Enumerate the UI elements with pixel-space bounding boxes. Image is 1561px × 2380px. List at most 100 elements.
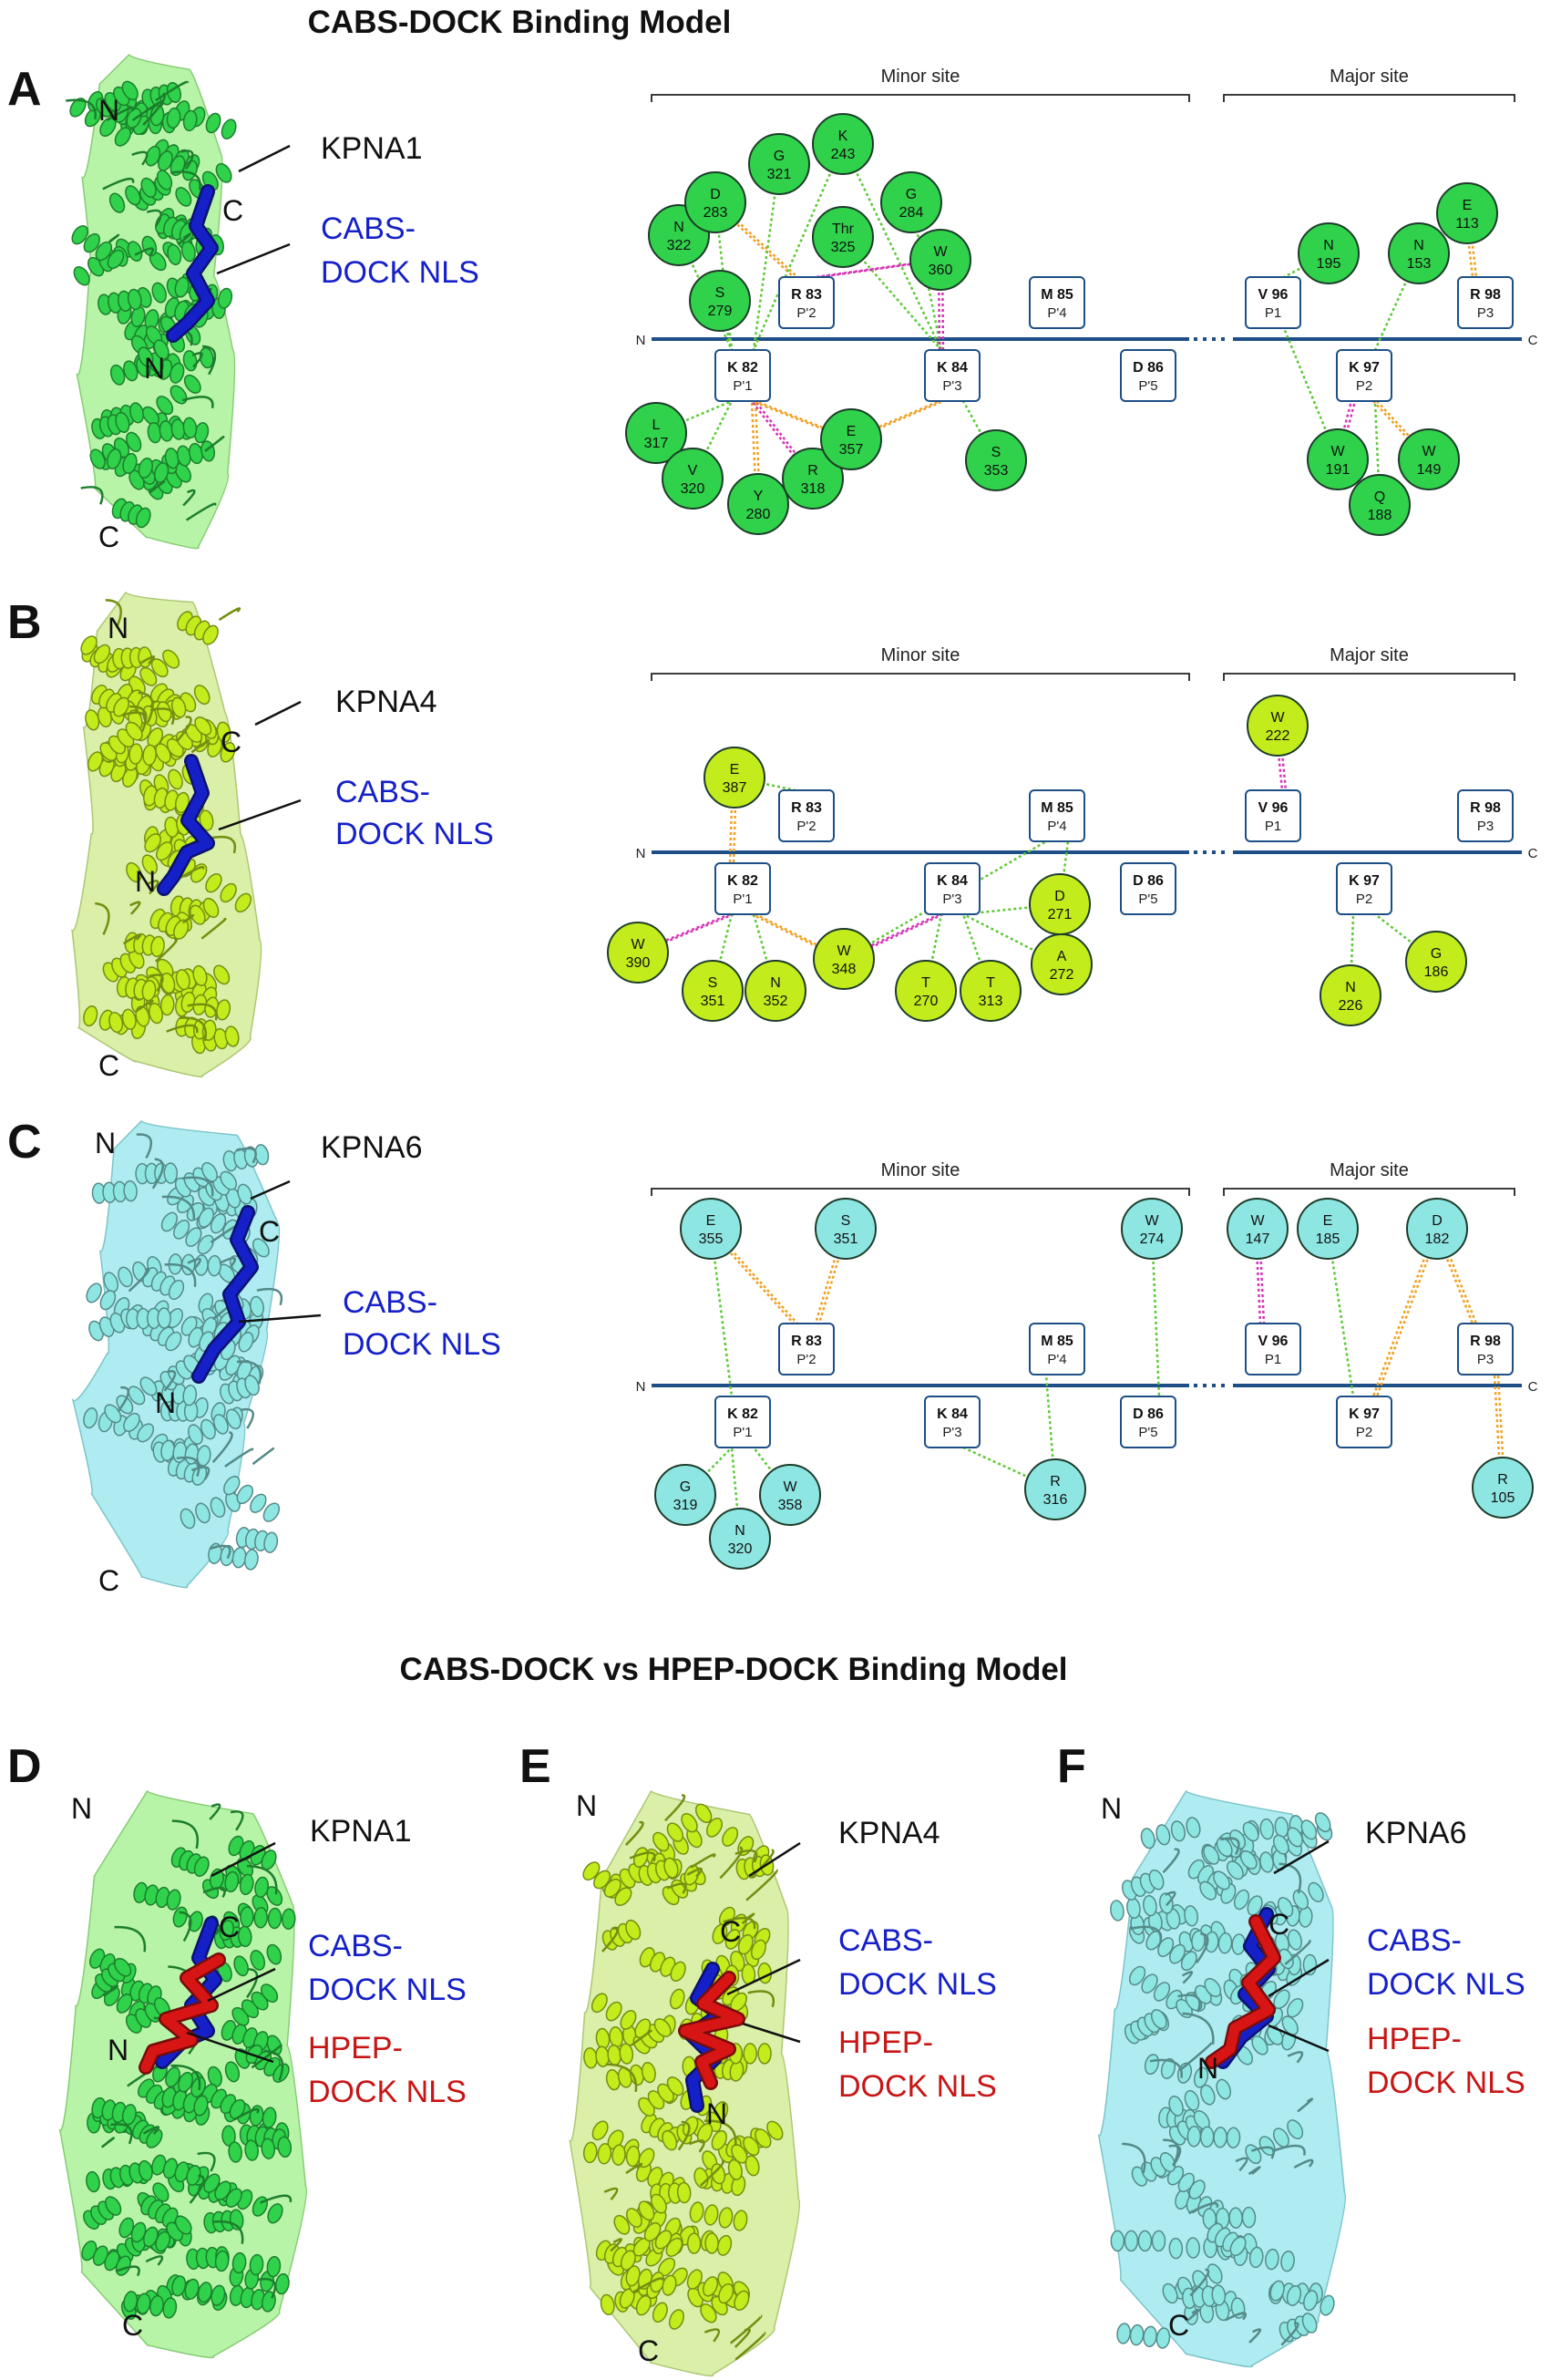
contact-residue-name: T (986, 975, 995, 991)
d-cabs-label-2: DOCK NLS (308, 1973, 467, 2007)
contact-residue-number: 351 (701, 994, 725, 1009)
contact-residue-number: 186 (1424, 964, 1449, 980)
contact-residue-name: W (631, 937, 645, 953)
cabs-dock-nls-peptide (157, 754, 215, 896)
hpep-dock-nls-peptide (139, 1952, 226, 2075)
e-hpep-label-2: DOCK NLS (838, 2069, 997, 2104)
nls-residue-name: D 86 (1133, 1406, 1164, 1422)
contact-residue-number: 182 (1425, 1231, 1450, 1247)
contact-residue-name: N (1413, 238, 1424, 253)
f-hpep-label-2: DOCK NLS (1367, 2066, 1525, 2100)
a-protein-label: KPNA1 (321, 131, 423, 166)
a-cabs-label-2: DOCK NLS (321, 255, 479, 290)
minor-site-label: Minor site (881, 645, 960, 665)
contact-residue-number: 348 (832, 962, 857, 977)
contact-residue-number: 353 (984, 463, 1009, 479)
protein-loops (95, 599, 241, 1042)
f-hpep-label-1: HPEP- (1367, 2022, 1462, 2056)
d-hpep-label-1: HPEP- (308, 2031, 403, 2066)
nls-residue-position: P'2 (796, 819, 816, 834)
b-c-terminus-label: C (98, 1049, 119, 1082)
nls-residue-name: V 96 (1258, 800, 1289, 816)
contact-residue-name: D (710, 187, 721, 202)
nls-residue-r83: R 83 P'2 (778, 1323, 835, 1375)
site-brackets: Minor site Major site (651, 645, 1515, 681)
contact-residue-name: D (1432, 1213, 1443, 1229)
nls-residue-name: M 85 (1041, 800, 1073, 816)
nls-residue-m85: M 85P'4 (1029, 276, 1085, 329)
panel-letter-a: A (7, 63, 42, 116)
nls-residue-name: V 96 (1258, 1334, 1289, 1349)
structure-kpna1-cabs (66, 53, 237, 550)
contact-residue-number: 355 (699, 1231, 724, 1247)
c-cabs-label-2: DOCK NLS (343, 1327, 501, 1362)
nls-residue-position: P3 (1477, 305, 1494, 321)
contact-residue-name: Thr (832, 222, 855, 237)
nls-residue-position: P'2 (796, 1352, 816, 1367)
minor-site-label: Minor site (881, 67, 960, 87)
bottom-title: CABS-DOCK vs HPEP-DOCK Binding Model (399, 1652, 1067, 1687)
contact-residue-number: 320 (681, 481, 705, 497)
f-nls-c-label: C (1268, 1908, 1289, 1941)
nls-residue-m85: M 85P'4 (1029, 789, 1085, 842)
contact-residue-name: V (688, 463, 698, 479)
contact-residue-number: 360 (929, 263, 953, 278)
nls-residue-name: K 82 (727, 873, 758, 889)
nls-residue-name: R 83 (791, 1334, 822, 1349)
nls-residue-position: P'5 (1138, 378, 1157, 394)
contact-residue-name: W (1330, 444, 1345, 459)
nls-residue-r83: R 83P'2 (778, 789, 835, 842)
c-nls-n-label: N (155, 1386, 176, 1419)
contact-residue-number: 390 (626, 955, 651, 971)
contact-residue-name: N (1323, 238, 1334, 253)
contact-residue-name: L (652, 417, 661, 433)
contact-residue-name: W (1422, 444, 1436, 459)
major-site-label: Major site (1330, 645, 1409, 665)
nls-residue-position: P3 (1477, 819, 1494, 834)
nls-residue-name: K 97 (1349, 873, 1380, 889)
b-cabs-label-1: CABS- (335, 775, 430, 809)
protein-loops (601, 1794, 778, 2361)
nls-residue-name: R 98 (1470, 287, 1501, 303)
contact-residue-number: 316 (1043, 1492, 1068, 1508)
d-protein-label: KPNA1 (310, 1814, 412, 1849)
contact-residue-name: R (807, 463, 818, 479)
nls-residue-name: K 82 (727, 1406, 758, 1422)
contact-residue-name: G (1431, 946, 1442, 962)
e-hpep-label-1: HPEP- (838, 2025, 933, 2060)
panel-letter-e: E (519, 1740, 551, 1793)
nls-residue-name: K 84 (937, 873, 968, 889)
nls-residue-k84: K 84P'3 (924, 349, 981, 402)
c-c-terminus-label: C (98, 1564, 119, 1597)
panel-letter-b: B (7, 596, 42, 649)
nls-residue-name: D 86 (1133, 360, 1164, 376)
e-n-terminus-label: N (576, 1789, 597, 1822)
nls-n-end-label: N (636, 1379, 646, 1395)
nls-residue-d86: D 86P'5 (1120, 1396, 1176, 1448)
contact-residue-number: 357 (839, 442, 864, 458)
